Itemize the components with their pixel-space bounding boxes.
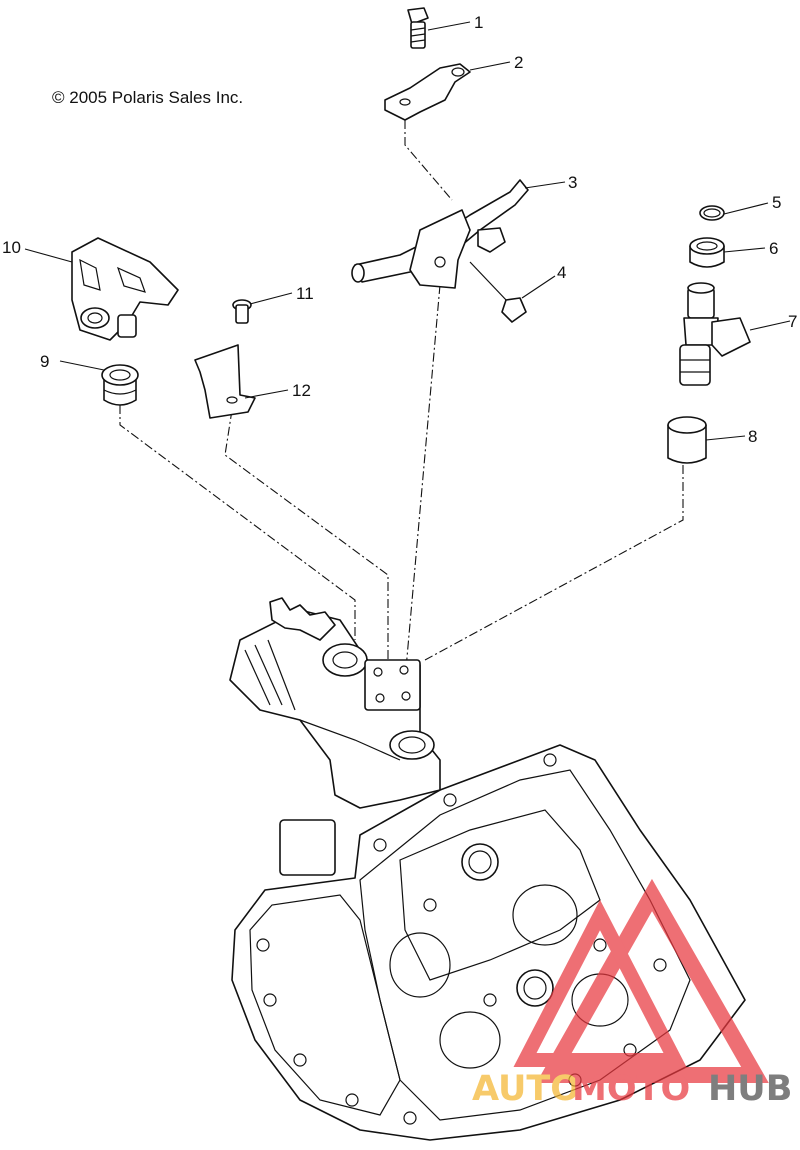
callout-1: 1	[474, 13, 483, 32]
part-9-grommet	[101, 364, 139, 406]
callout-4: 4	[557, 263, 566, 282]
callout-12: 12	[292, 381, 311, 400]
assembly-lines	[119, 120, 684, 681]
callout-7: 7	[788, 312, 797, 331]
part-4-bolt	[469, 261, 527, 323]
watermark-triangle-inner	[513, 899, 687, 1067]
watermark-moto: MOTO	[572, 1069, 690, 1109]
callout-9: 9	[40, 352, 49, 371]
part-5-o-ring	[699, 205, 725, 221]
watermark-hub: HUB	[708, 1069, 792, 1109]
part-1-bolt	[407, 7, 429, 49]
callout-numbers: 1 2 3 4 5 6 7 8 9 10 11 12	[2, 13, 797, 446]
copyright-notice: © 2005 Polaris Sales Inc.	[52, 88, 244, 107]
part-12-bracket	[194, 344, 256, 419]
callout-11: 11	[296, 284, 314, 303]
watermark-auto: AUTO	[472, 1069, 580, 1109]
cylinder-head	[231, 744, 746, 1141]
part-7-fuel-injector	[679, 282, 751, 386]
watermark-logo: AUTO MOTO HUB	[472, 878, 792, 1109]
part-6-seal	[689, 237, 725, 268]
part-11-screw	[232, 299, 252, 324]
throttle-body	[229, 597, 441, 809]
part-3-fuel-rail	[351, 179, 529, 289]
callout-6: 6	[769, 239, 778, 258]
callout-8: 8	[748, 427, 757, 446]
callout-2: 2	[514, 53, 523, 72]
part-8-spacer	[667, 416, 707, 464]
watermark-triangle-outer	[536, 878, 769, 1083]
part-10-sensor	[71, 237, 179, 341]
callout-3: 3	[568, 173, 577, 192]
leader-lines	[24, 21, 791, 441]
callout-10: 10	[2, 238, 21, 257]
callout-5: 5	[772, 193, 781, 212]
part-2-bracket	[384, 63, 471, 121]
